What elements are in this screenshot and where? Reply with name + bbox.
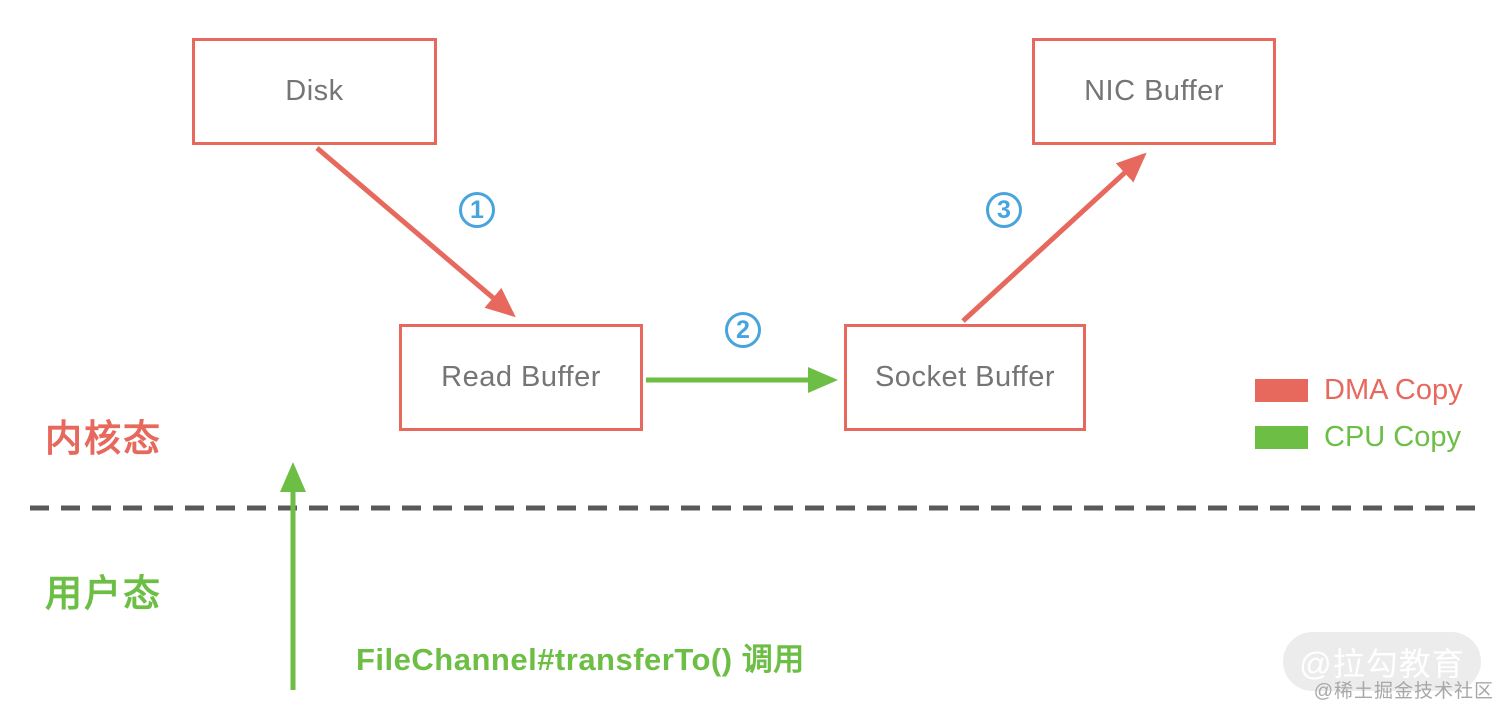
filechannel-transferto-call-label: FileChannel#transferTo() 调用 — [356, 642, 805, 677]
step-1-circled-number: 1 — [459, 192, 495, 228]
cpu-copy-swatch — [1255, 426, 1308, 449]
dma-copy-arrow-step3 — [961, 152, 1147, 323]
socket-buffer-node: Socket Buffer — [844, 324, 1086, 431]
watermark-community: @稀土掘金技术社区 — [1313, 681, 1494, 702]
step-2-circled-number: 2 — [725, 312, 761, 348]
nic-buffer-node: NIC Buffer — [1032, 38, 1276, 145]
watermark-badge: @拉勾教育 — [1283, 632, 1481, 691]
read-buffer-node: Read Buffer — [399, 324, 643, 431]
user-mode-label: 用户态 — [45, 573, 162, 614]
dma-copy-label: DMA Copy — [1324, 374, 1463, 406]
legend-item-dma-copy: DMA Copy — [1255, 374, 1463, 406]
dma-copy-arrow-step1 — [315, 146, 516, 318]
cpu-copy-label: CPU Copy — [1324, 421, 1461, 453]
step-3-circled-number: 3 — [986, 192, 1022, 228]
disk-node: Disk — [192, 38, 437, 145]
dma-copy-swatch — [1255, 379, 1308, 402]
disk-node-label: Disk — [285, 75, 344, 107]
legend: DMA Copy CPU Copy — [1255, 374, 1463, 453]
kernel-mode-label: 内核态 — [45, 418, 162, 459]
socket-buffer-node-label: Socket Buffer — [874, 361, 1056, 393]
read-buffer-node-label: Read Buffer — [441, 361, 601, 393]
nic-buffer-node-label: NIC Buffer — [1084, 75, 1224, 107]
legend-item-cpu-copy: CPU Copy — [1255, 421, 1463, 453]
